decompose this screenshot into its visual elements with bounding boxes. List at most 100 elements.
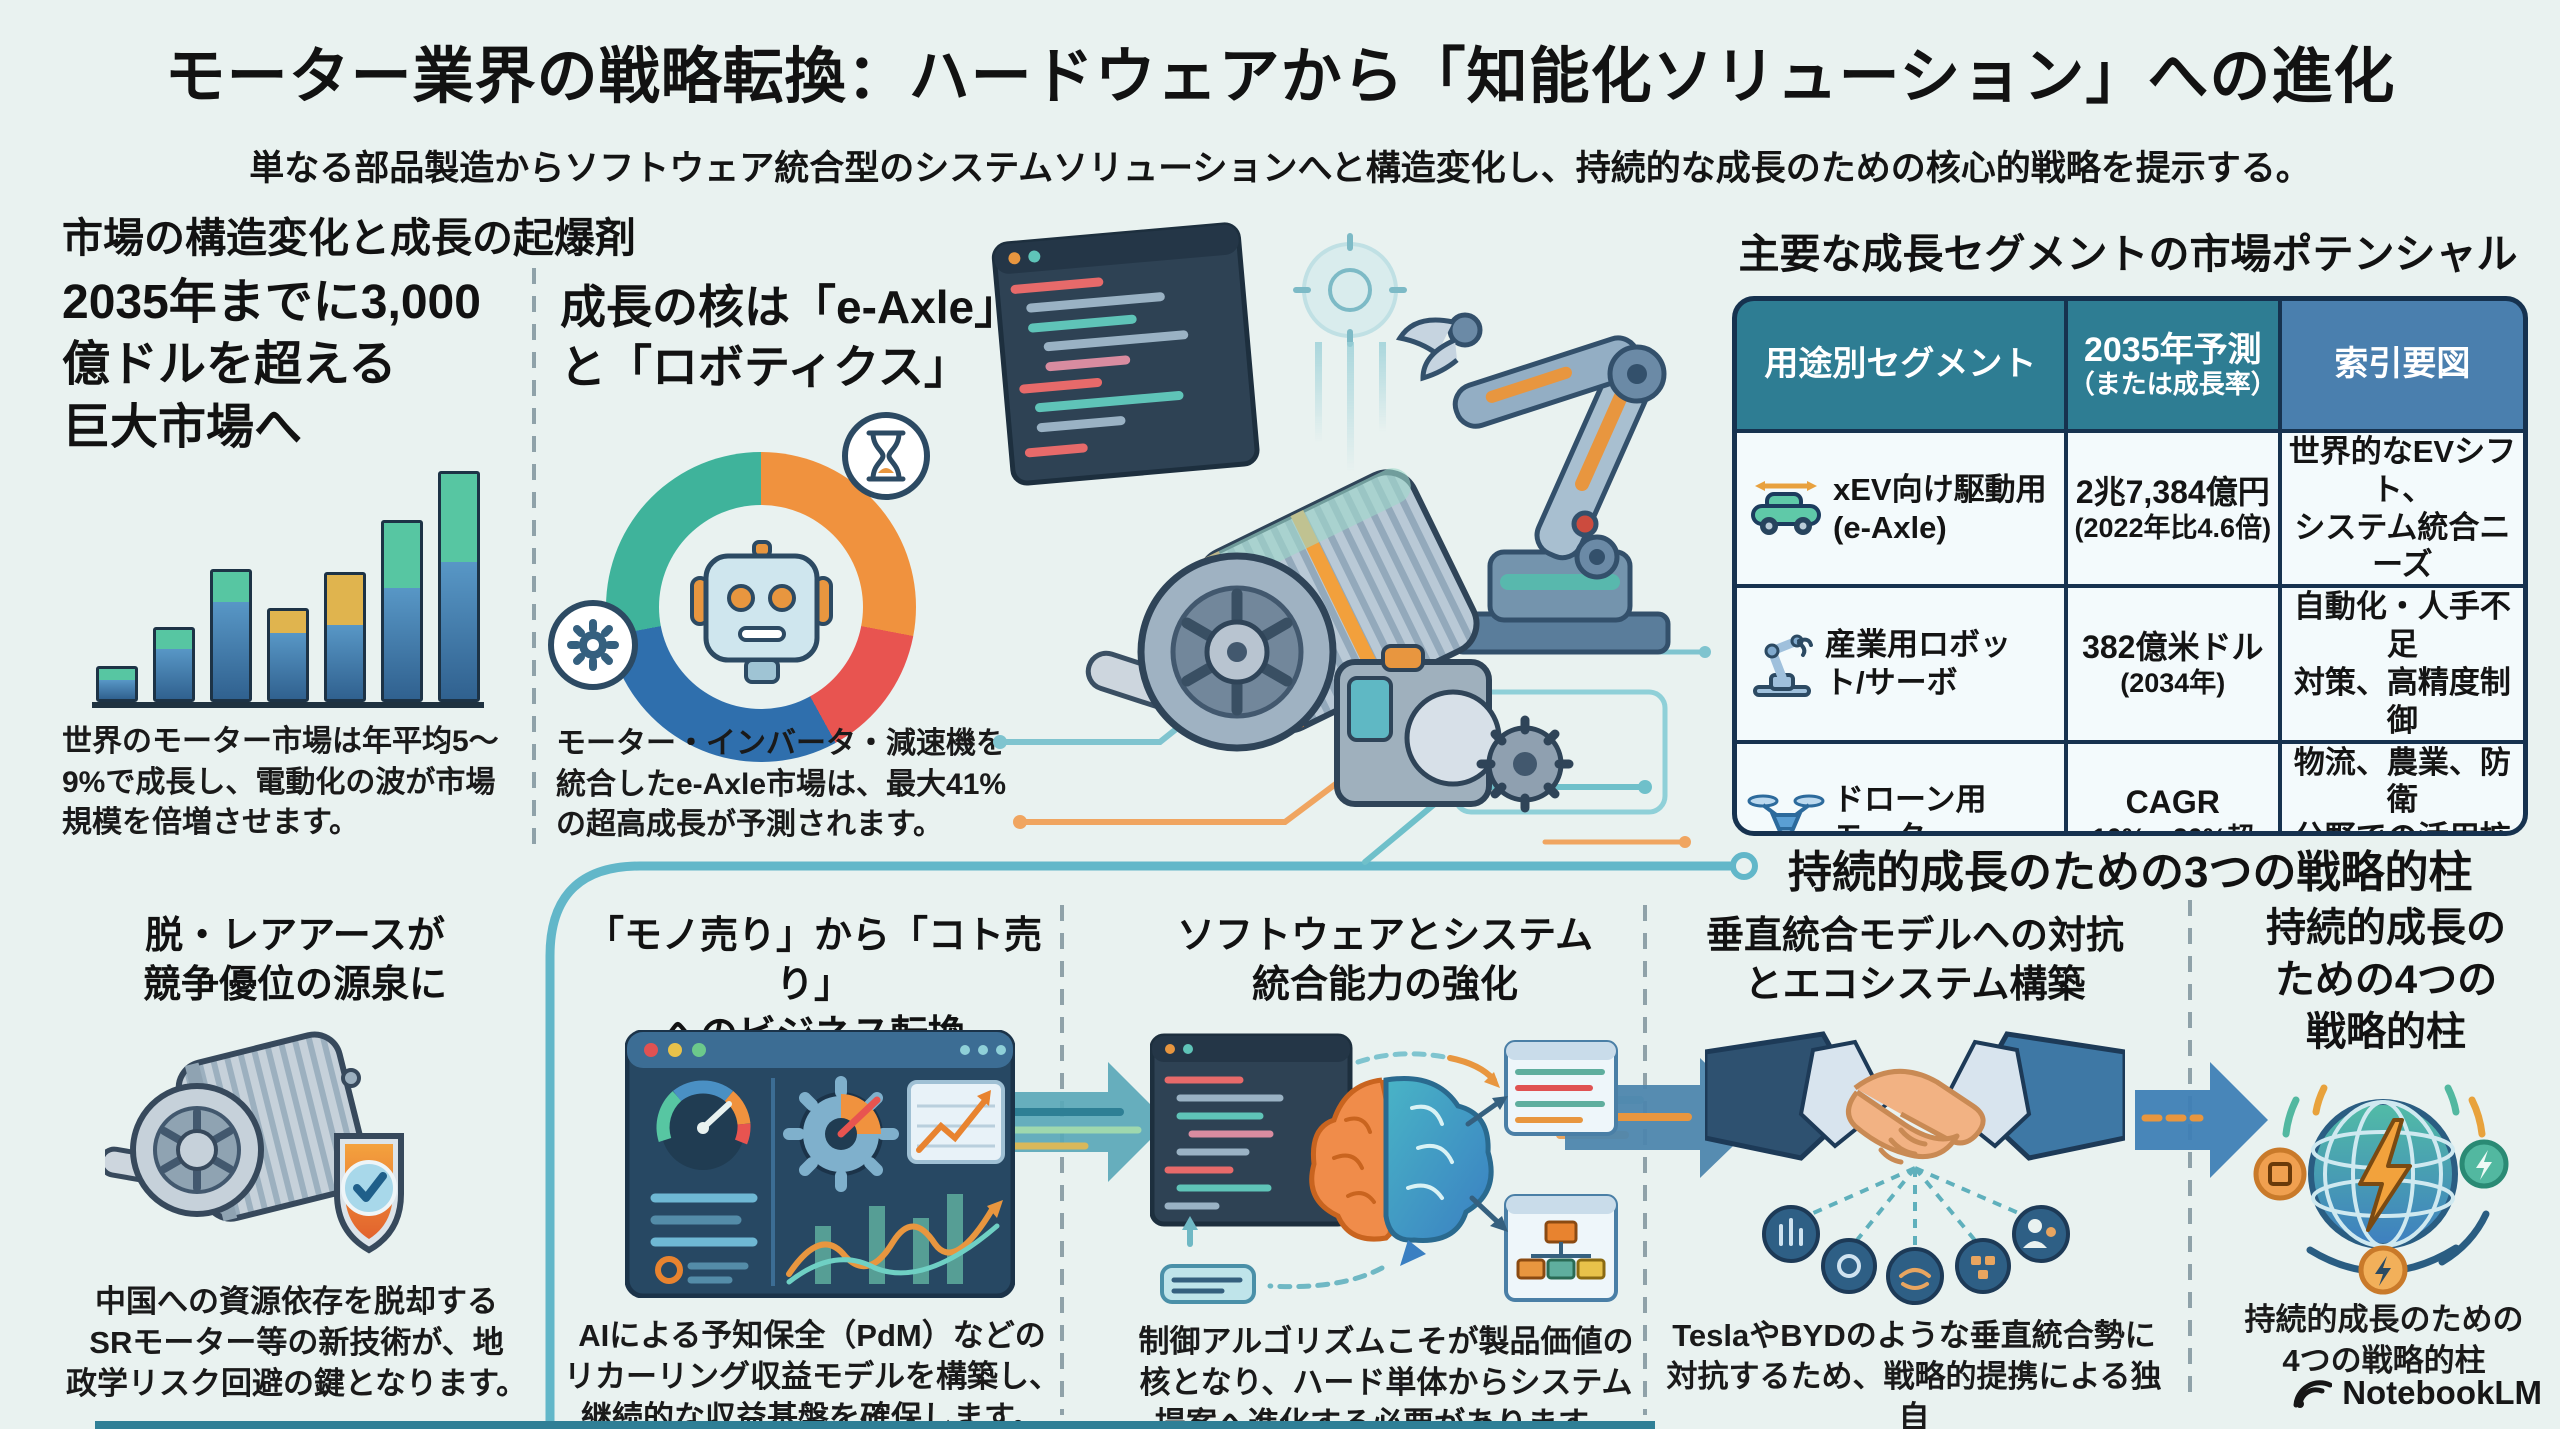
notebooklm-badge: NotebookLM bbox=[2290, 1374, 2542, 1412]
chip-node-icon bbox=[2253, 1147, 2307, 1201]
bar-segment bbox=[99, 669, 135, 680]
hourglass-bubble bbox=[842, 412, 930, 500]
drone-icon bbox=[1747, 789, 1825, 831]
table-row-drone-segment: ドローン用 モーター bbox=[1737, 743, 2064, 831]
pillar-1-caption: 中国への資源依存を脱却する SRモーター等の新技術が、地 政学リスク回避の鍵とな… bbox=[66, 1284, 527, 1401]
table-row-xev-driver: 世界的なEVシフト、 システム統合ニーズ bbox=[2281, 433, 2523, 585]
bar-segment bbox=[384, 523, 420, 589]
market-section-heading: 市場の構造変化と成長の起爆剤 bbox=[62, 215, 636, 261]
table-row-drone-forecast: CAGR 10%〜20%超 bbox=[2067, 743, 2278, 831]
robot-arm bbox=[1395, 312, 1671, 655]
bar-segment bbox=[156, 630, 192, 650]
segment-label: ドローン用 モーター bbox=[1833, 782, 1987, 831]
gauge-icon bbox=[656, 1080, 751, 1170]
pillar-2-caption: AIによる予知保全（PdM）などの リカーリング収益モデルを構築し、 継続的な収… bbox=[564, 1318, 1060, 1429]
growth-core-caption: モーター・インバータ・減速機を 統合したe-Axle市場は、最大41% の超高成… bbox=[556, 727, 1007, 841]
arrow-pillar4-to-5 bbox=[2135, 1062, 2268, 1178]
notebooklm-logo-icon bbox=[2293, 1380, 2333, 1408]
forecast-note: (2034年) bbox=[2120, 667, 2226, 698]
bar bbox=[210, 569, 252, 702]
pillar-1-title: 脱・レアアースが 競争優位の源泉に bbox=[142, 915, 447, 1007]
pillars-connector-dot bbox=[1730, 852, 1758, 880]
handshake-icon bbox=[1705, 1031, 2125, 1165]
pillars-heading: 持続的成長のための3つの戦略的柱 bbox=[1788, 848, 2473, 897]
connector-arrows bbox=[1182, 1051, 1508, 1290]
globe-energy-illustration bbox=[2253, 1084, 2509, 1295]
table-header-forecast-sub: （または成長率） bbox=[2068, 368, 2277, 399]
center-illustration bbox=[991, 222, 1711, 865]
table-header-driver: 索引要図 bbox=[2281, 301, 2523, 429]
pillar-5-caption: 持続的成長のための 4つの戦略的柱 bbox=[2244, 1302, 2524, 1378]
bar-segment bbox=[156, 649, 192, 699]
shield-check-icon bbox=[334, 1133, 404, 1254]
bar bbox=[96, 666, 138, 702]
small-gear-icon bbox=[655, 1256, 749, 1284]
hourglass-icon bbox=[866, 430, 906, 482]
wave-chart bbox=[786, 1194, 1003, 1285]
bar bbox=[438, 471, 480, 702]
pillar-5-title: 持続的成長の ための4つの 戦略的柱 bbox=[2266, 906, 2506, 1054]
partner-network bbox=[1762, 1166, 2070, 1305]
table-row-robot-forecast: 382億米ドル (2034年) bbox=[2067, 588, 2278, 740]
data-pill bbox=[1160, 1264, 1256, 1304]
gear-target-icon bbox=[783, 1076, 899, 1192]
bar-segment bbox=[441, 562, 477, 699]
dashed-dividers bbox=[532, 268, 2192, 1415]
mini-line-chart bbox=[907, 1080, 1005, 1164]
bar-chart bbox=[92, 452, 484, 708]
bar-segment bbox=[327, 624, 363, 699]
segment-label: xEV向け駆動用 (e-Axle) bbox=[1833, 471, 2047, 545]
pillar-4-title: 垂直統合モデルへの対抗 とエコシステム構築 bbox=[1705, 915, 2124, 1007]
robot-head-icon bbox=[684, 540, 839, 690]
motor-shield-illustration bbox=[105, 1031, 404, 1254]
table-row-robot-driver: 自動化・人手不足 対策、高精度制御 bbox=[2281, 588, 2523, 740]
table-row-drone-driver: 物流、農業、防衛 分野での活用拡大 bbox=[2281, 743, 2523, 831]
bar-segment bbox=[270, 611, 306, 633]
brain-software-illustration bbox=[1150, 1033, 1618, 1304]
bar-segment bbox=[99, 679, 135, 699]
bar-segment bbox=[270, 633, 306, 699]
market-caption: 世界のモーター市場は年平均5〜 9%で成長し、電動化の波が市場 規模を倍増させま… bbox=[62, 725, 499, 839]
pillars-connector-line bbox=[545, 861, 1741, 1429]
bar bbox=[267, 608, 309, 702]
flowchart-window bbox=[1504, 1194, 1618, 1302]
industrial-robot-icon bbox=[1747, 631, 1817, 697]
ev-car-icon bbox=[1747, 478, 1825, 540]
table-header-forecast: 2035年予測 （または成長率） bbox=[2067, 301, 2278, 429]
forecast-note: (2022年比4.6倍) bbox=[2074, 512, 2272, 543]
gearbox bbox=[1334, 644, 1574, 813]
bar-segment bbox=[213, 572, 249, 602]
bar-segment bbox=[441, 474, 477, 563]
handshake-ecosystem-illustration bbox=[1705, 1031, 2125, 1305]
bar bbox=[324, 572, 366, 702]
table-row-xev-forecast: 2兆7,384億円 (2022年比4.6倍) bbox=[2067, 433, 2278, 585]
forecast-value: CAGR bbox=[2125, 784, 2220, 821]
forecast-note: 10%〜20%超 bbox=[2092, 822, 2254, 831]
electric-motor bbox=[1085, 468, 1574, 813]
table-header-forecast-main: 2035年予測 bbox=[2083, 330, 2262, 369]
forecast-value: 382億米ドル bbox=[2082, 628, 2264, 665]
pillar-3-caption: 制御アルゴリズムこそが製品価値の 核となり、ハード単体からシステム 提案へ進化す… bbox=[1138, 1324, 1634, 1429]
market-headline: 2035年までに3,000 億ドルを超える 巨大市場へ bbox=[62, 276, 481, 454]
bar-segment bbox=[327, 575, 363, 625]
list-window bbox=[1504, 1040, 1618, 1136]
notebooklm-label: NotebookLM bbox=[2342, 1374, 2542, 1411]
growth-core-headline: 成長の核は「e-Axle」 と「ロボティクス」 bbox=[560, 281, 1021, 393]
bottom-accent-strip bbox=[95, 1421, 1655, 1429]
code-window bbox=[1150, 1033, 1353, 1227]
page-subtitle: 単なる部品製造からソフトウェア統合型のシステムソリューションへと構造変化し、持続… bbox=[249, 149, 2311, 188]
bar-segment bbox=[213, 601, 249, 699]
pillar-3-title: ソフトウェアとシステム 統合能力の強化 bbox=[1176, 915, 1594, 1007]
table-row-xev-segment: xEV向け駆動用 (e-Axle) bbox=[1737, 433, 2064, 585]
gear-icon bbox=[567, 619, 619, 671]
gear-hologram-icon bbox=[1293, 233, 1407, 472]
bar-segment bbox=[384, 588, 420, 699]
bar bbox=[381, 520, 423, 702]
brain-icon bbox=[1309, 1075, 1494, 1266]
bar bbox=[153, 627, 195, 702]
segment-table: 用途別セグメント 2035年予測 （または成長率） 索引要図 xEV向け駆動用 … bbox=[1732, 296, 2528, 836]
gear-bubble bbox=[548, 600, 638, 690]
forecast-value: 2兆7,384億円 bbox=[2075, 473, 2270, 510]
